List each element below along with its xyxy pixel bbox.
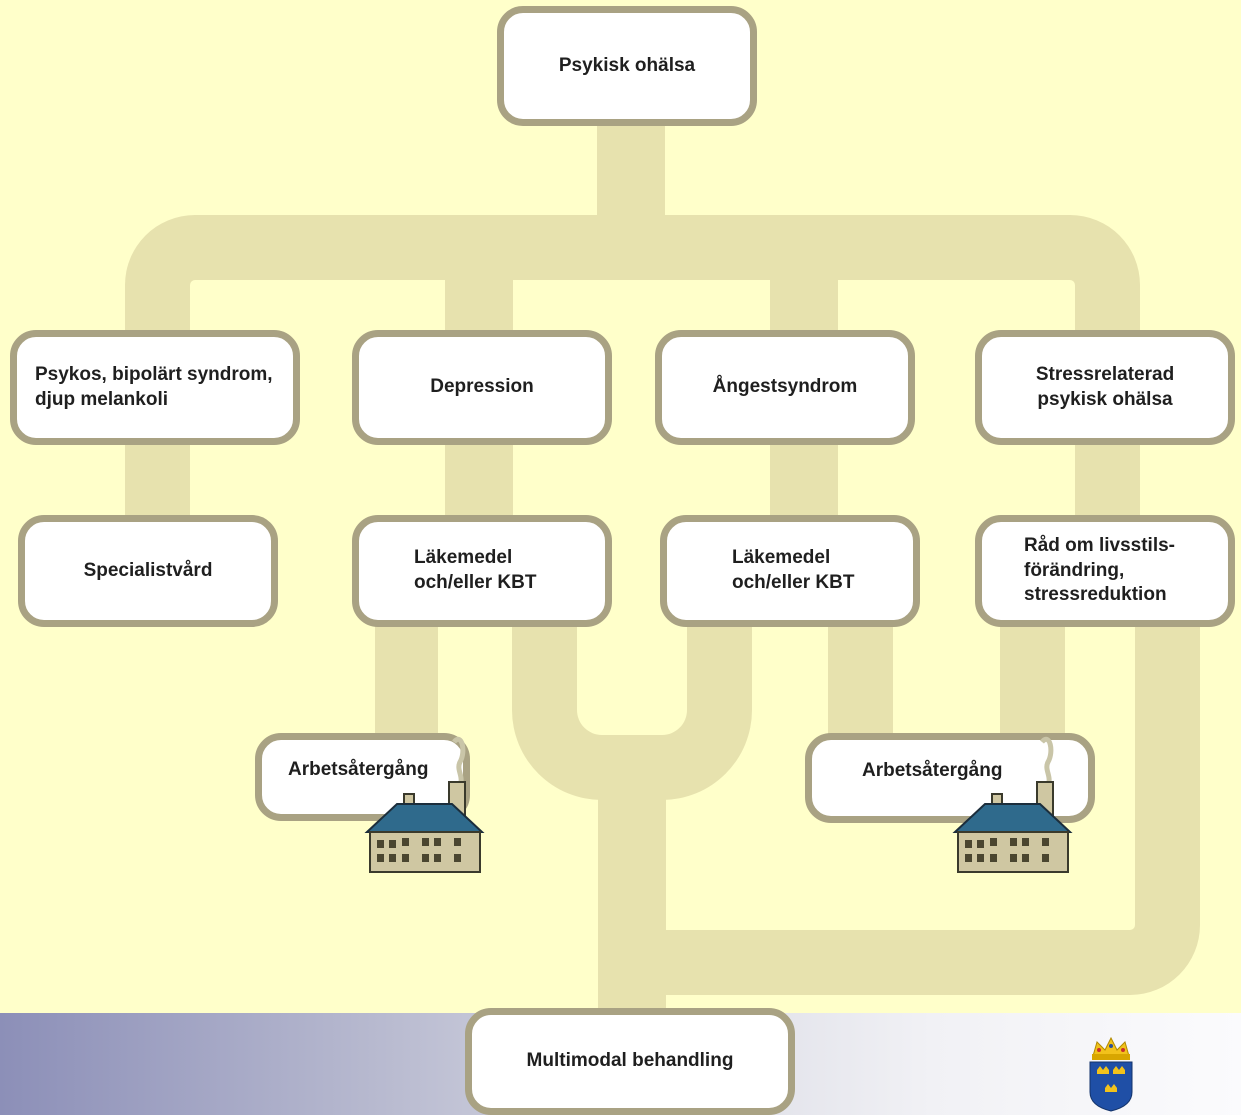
final-label: Multimodal behandling [526,1050,734,1072]
treatment-node-medication-2: Läkemedel och/eller KBT [660,515,920,627]
condition-node-depression: Depression [352,330,612,445]
condition-label: Ångestsyndrom [712,376,858,398]
treatment-node-medication-1: Läkemedel och/eller KBT [352,515,612,627]
swedish-government-crest-icon [1089,1036,1133,1112]
treatment-label: Läkemedel och/eller KBT [732,547,855,593]
condition-node-anxiety: Ångestsyndrom [655,330,915,445]
treatment-node-specialist: Specialistvård [18,515,278,627]
factory-icon [364,737,485,873]
root-label: Psykisk ohälsa [558,54,696,76]
root-node: Psykisk ohälsa [497,6,757,126]
outcome-label: Arbetsåtergång [288,758,429,780]
factory-icon [952,737,1073,873]
treatment-label: Läkemedel och/eller KBT [414,547,537,593]
condition-label: Psykos, bipolärt syndrom, djup melankoli [35,363,273,410]
condition-node-stress: Stressrelaterad psykisk ohälsa [975,330,1235,445]
outcome-label: Arbetsåtergång [862,759,1003,781]
condition-node-psychosis: Psykos, bipolärt syndrom, djup melankoli [10,330,300,445]
condition-label: Depression [430,376,534,398]
final-node-multimodal: Multimodal behandling [465,1008,795,1115]
treatment-label: Specialistvård [83,559,213,581]
treatment-node-lifestyle: Råd om livsstils- förändring, stressredu… [975,515,1235,627]
treatment-label: Råd om livsstils- förändring, stressredu… [1024,534,1175,606]
condition-label: Stressrelaterad psykisk ohälsa [1035,363,1175,410]
